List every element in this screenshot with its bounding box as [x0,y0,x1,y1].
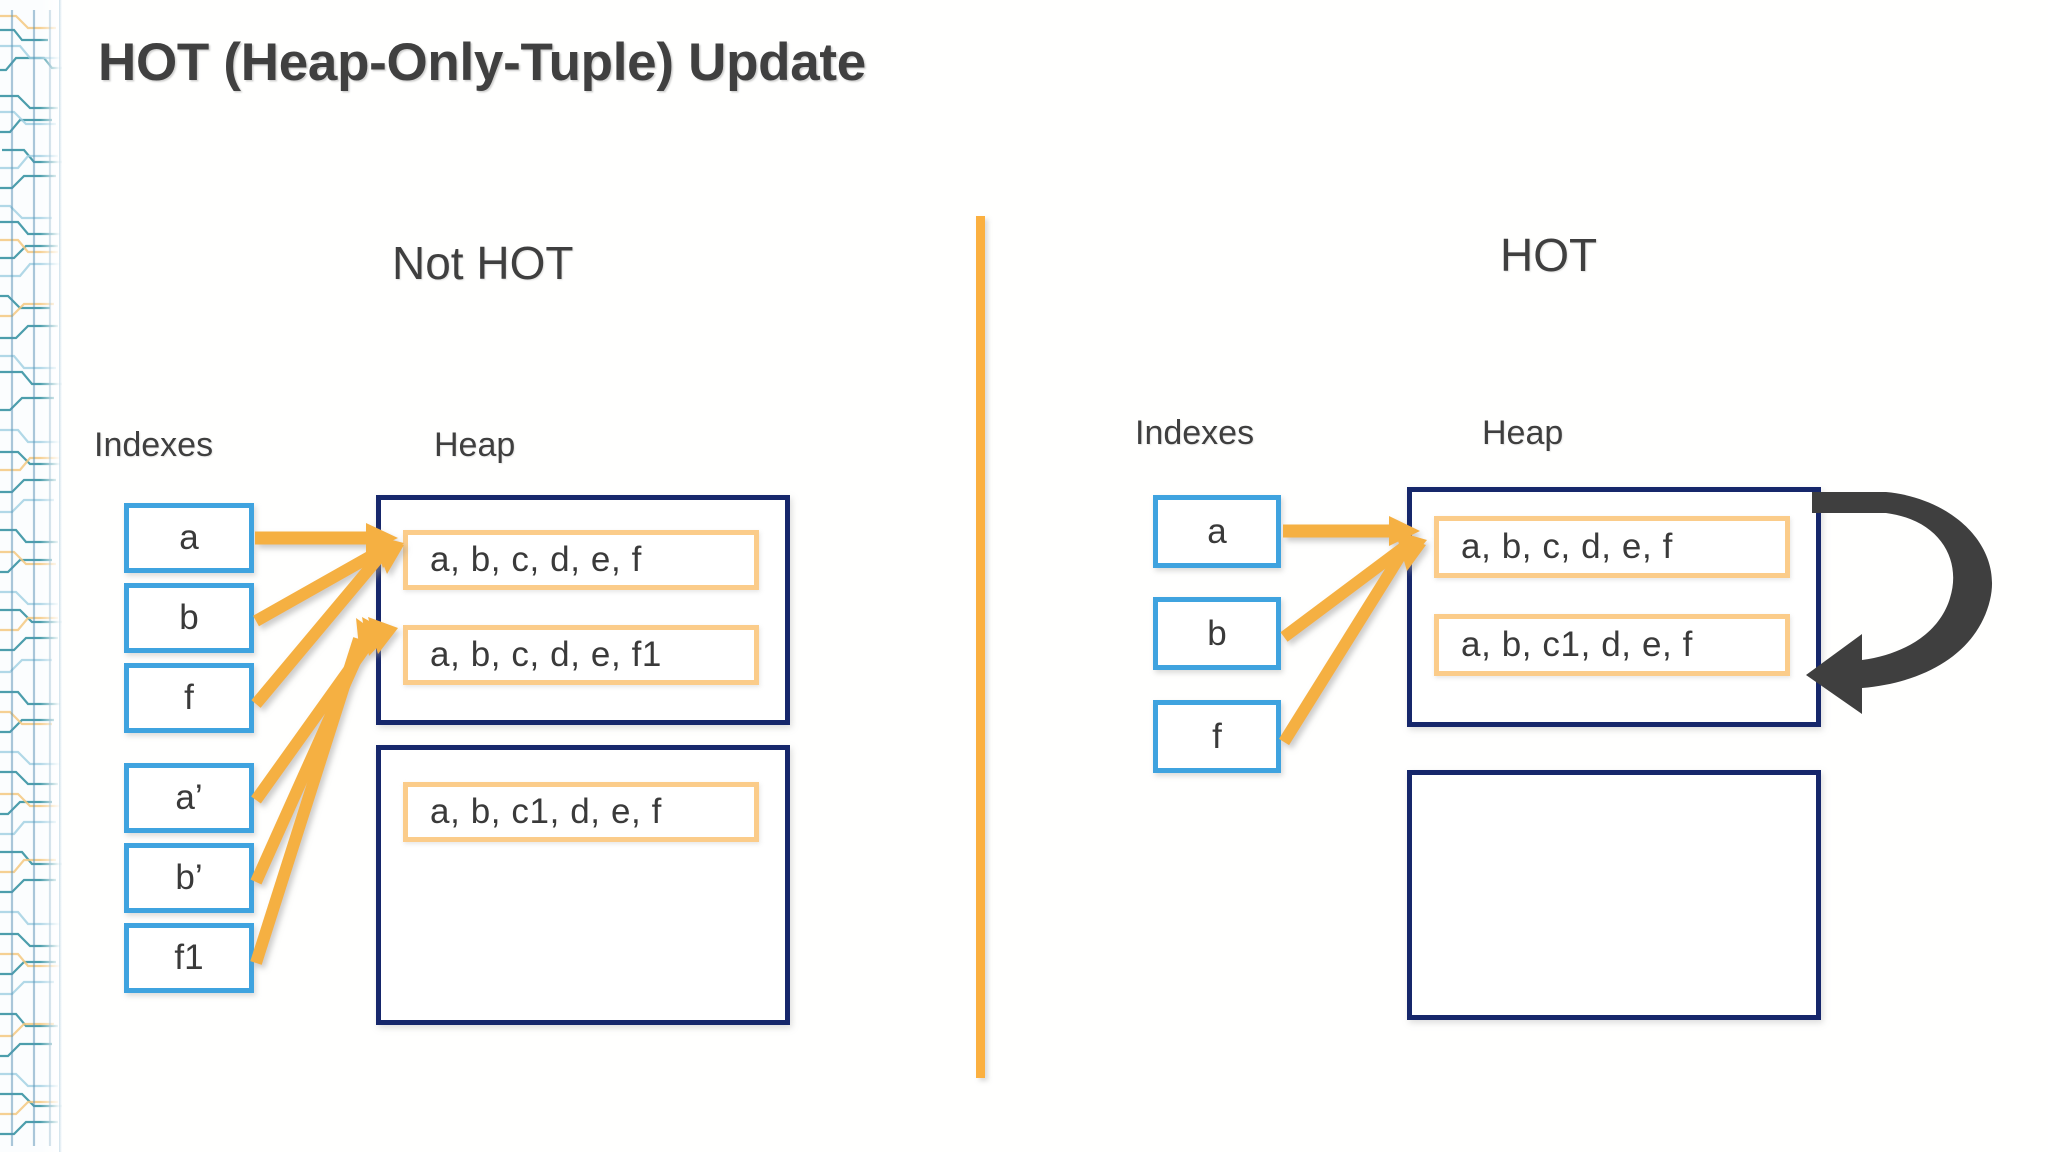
heap-tuple-right-1-1: a, b, c1, d, e, f [1434,614,1790,676]
strip-fade-overlay [40,0,62,1152]
hot-chain-curved-arrow-icon [1806,492,1993,714]
heap-block-right-1: a, b, c, d, e, f a, b, c1, d, e, f [1407,487,1821,727]
heap-block-left-2: a, b, c1, d, e, f [376,745,790,1025]
heap-tuple-right-1-0: a, b, c, d, e, f [1434,516,1790,578]
right-index-arrows [1278,516,1427,746]
arrow-b-prime-to-tuple2-left [250,617,391,885]
arrow-a-to-tuple1-right [1283,516,1420,546]
index-box-f-right[interactable]: f [1153,700,1281,773]
index-box-a-left[interactable]: a [124,503,254,573]
strip-edge-line [59,0,62,1152]
indexes-label-left: Indexes [94,426,214,464]
index-box-b-right[interactable]: b [1153,597,1281,670]
heap-label-right: Heap [1482,414,1564,452]
index-box-a-right[interactable]: a [1153,495,1281,568]
panel-heading-not-hot: Not HOT [392,237,574,289]
index-box-f1-left[interactable]: f1 [124,923,254,993]
arrow-f1-to-tuple2-left [250,618,384,965]
heap-tuple-left-1-0: a, b, c, d, e, f [403,530,759,590]
panel-divider [976,216,985,1078]
decorative-circuit-strip [0,0,62,1152]
arrow-f-to-tuple1-right [1278,534,1426,746]
index-box-f-left[interactable]: f [124,663,254,733]
heap-block-left-1: a, b, c, d, e, f a, b, c, d, e, f1 [376,495,790,725]
index-box-b-prime-left[interactable]: b’ [124,843,254,913]
page-title: HOT (Heap-Only-Tuple) Update [98,33,866,92]
panel-heading-hot: HOT [1500,229,1598,281]
indexes-label-right: Indexes [1135,414,1255,452]
arrow-b-to-tuple1-right [1280,531,1427,642]
index-box-b-left[interactable]: b [124,583,254,653]
heap-tuple-left-2-0: a, b, c1, d, e, f [403,782,759,842]
heap-block-right-2 [1407,770,1821,1020]
heap-label-left: Heap [434,426,516,464]
index-box-a-prime-left[interactable]: a’ [124,763,254,833]
heap-tuple-left-1-1: a, b, c, d, e, f1 [403,625,759,685]
